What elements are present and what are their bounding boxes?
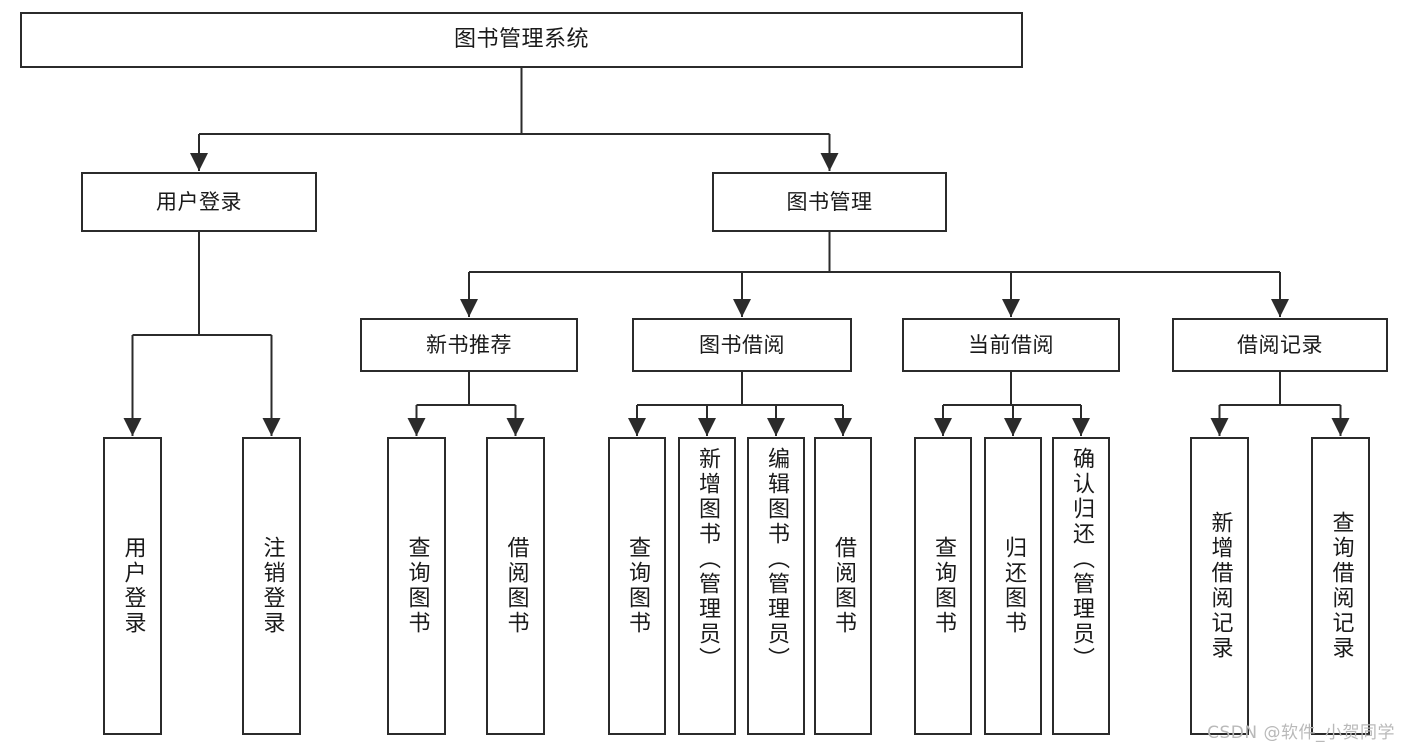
node-root: 图书管理系统 [20,12,1023,68]
node-borrow: 图书借阅 [632,318,852,372]
node-newbook: 新书推荐 [360,318,578,372]
node-l2: 注销登录 [242,437,301,735]
node-b4: 借阅图书 [814,437,872,735]
node-label: 新增借阅记录 [1207,511,1233,661]
node-label: 用户登录 [156,189,242,214]
node-label: 确认归还（管理员） [1069,447,1094,672]
node-c1: 查询图书 [914,437,972,735]
node-l1: 用户登录 [103,437,162,735]
node-n2: 借阅图书 [486,437,545,735]
node-b3: 编辑图书（管理员） [747,437,805,735]
node-label: 借阅图书 [831,536,856,636]
node-label: 图书管理 [786,189,873,214]
node-label: 当前借阅 [968,332,1054,357]
node-label: 归还图书 [1001,536,1026,636]
node-label: 借阅记录 [1237,332,1323,357]
node-label: 查询借阅记录 [1328,511,1354,661]
node-label: 查询图书 [625,536,650,636]
node-c3: 确认归还（管理员） [1052,437,1110,735]
node-bookmgmt: 图书管理 [712,172,947,232]
node-r2: 查询借阅记录 [1311,437,1370,735]
node-record: 借阅记录 [1172,318,1388,372]
node-label: 图书借阅 [699,332,785,357]
node-b2: 新增图书（管理员） [678,437,736,735]
node-label: 注销登录 [259,536,285,636]
node-label: 用户登录 [120,536,146,636]
node-r1: 新增借阅记录 [1190,437,1249,735]
node-login: 用户登录 [81,172,317,232]
node-label: 查询图书 [404,536,430,636]
node-n1: 查询图书 [387,437,446,735]
node-label: 查询图书 [931,536,956,636]
watermark: CSDN @软件_小贺同学 [1207,723,1395,743]
node-label: 图书管理系统 [453,26,589,52]
node-c2: 归还图书 [984,437,1042,735]
node-current: 当前借阅 [902,318,1120,372]
node-b1: 查询图书 [608,437,666,735]
node-label: 新增图书（管理员） [695,447,720,672]
node-label: 借阅图书 [503,536,529,636]
node-label: 编辑图书（管理员） [764,447,789,672]
node-label: 新书推荐 [426,332,512,357]
